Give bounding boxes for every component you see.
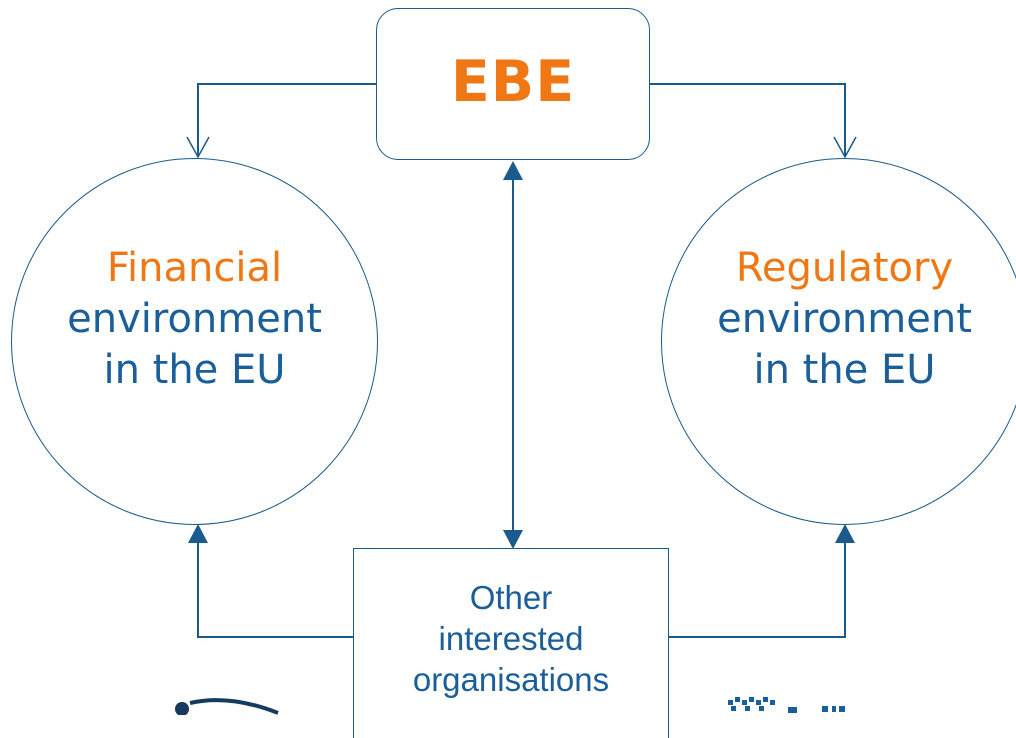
connector-ebe-to-regulatory	[650, 83, 846, 157]
arrowhead-financial-top	[186, 136, 210, 159]
regulatory-label: Regulatory	[735, 245, 954, 291]
connector-other-to-regulatory	[669, 540, 846, 638]
arrowhead-other-top	[503, 530, 523, 549]
financial-in-eu-label: in the EU	[103, 347, 286, 393]
partner-logo-left	[175, 698, 279, 715]
financial-environment-text: Financial environment in the EU	[67, 243, 322, 396]
arrowhead-regulatory-top	[833, 136, 857, 159]
other-label: Other	[469, 579, 553, 616]
other-organisations-node: Other interested organisations	[353, 548, 669, 738]
interested-label: interested	[438, 620, 584, 657]
regulatory-environment-circle: Regulatory environment in the EU	[661, 158, 1016, 525]
arrowhead-financial-bottom	[188, 524, 208, 543]
financial-environment-label: environment	[67, 296, 322, 342]
regulatory-in-eu-label: in the EU	[753, 347, 936, 393]
partner-logo-right	[728, 697, 845, 713]
regulatory-environment-text: Regulatory environment in the EU	[717, 243, 972, 396]
regulatory-environment-label: environment	[717, 296, 972, 342]
connector-other-to-financial	[197, 540, 353, 638]
connector-ebe-to-financial	[197, 83, 376, 157]
financial-label: Financial	[106, 245, 283, 291]
arrowhead-regulatory-bottom	[835, 524, 855, 543]
ebe-node: EBE	[376, 8, 650, 160]
arrowhead-ebe-bottom	[503, 161, 523, 180]
ebe-label: EBE	[450, 49, 576, 115]
financial-environment-circle: Financial environment in the EU	[11, 158, 378, 525]
organisations-label: organisations	[412, 661, 610, 698]
connector-layer	[186, 83, 857, 638]
